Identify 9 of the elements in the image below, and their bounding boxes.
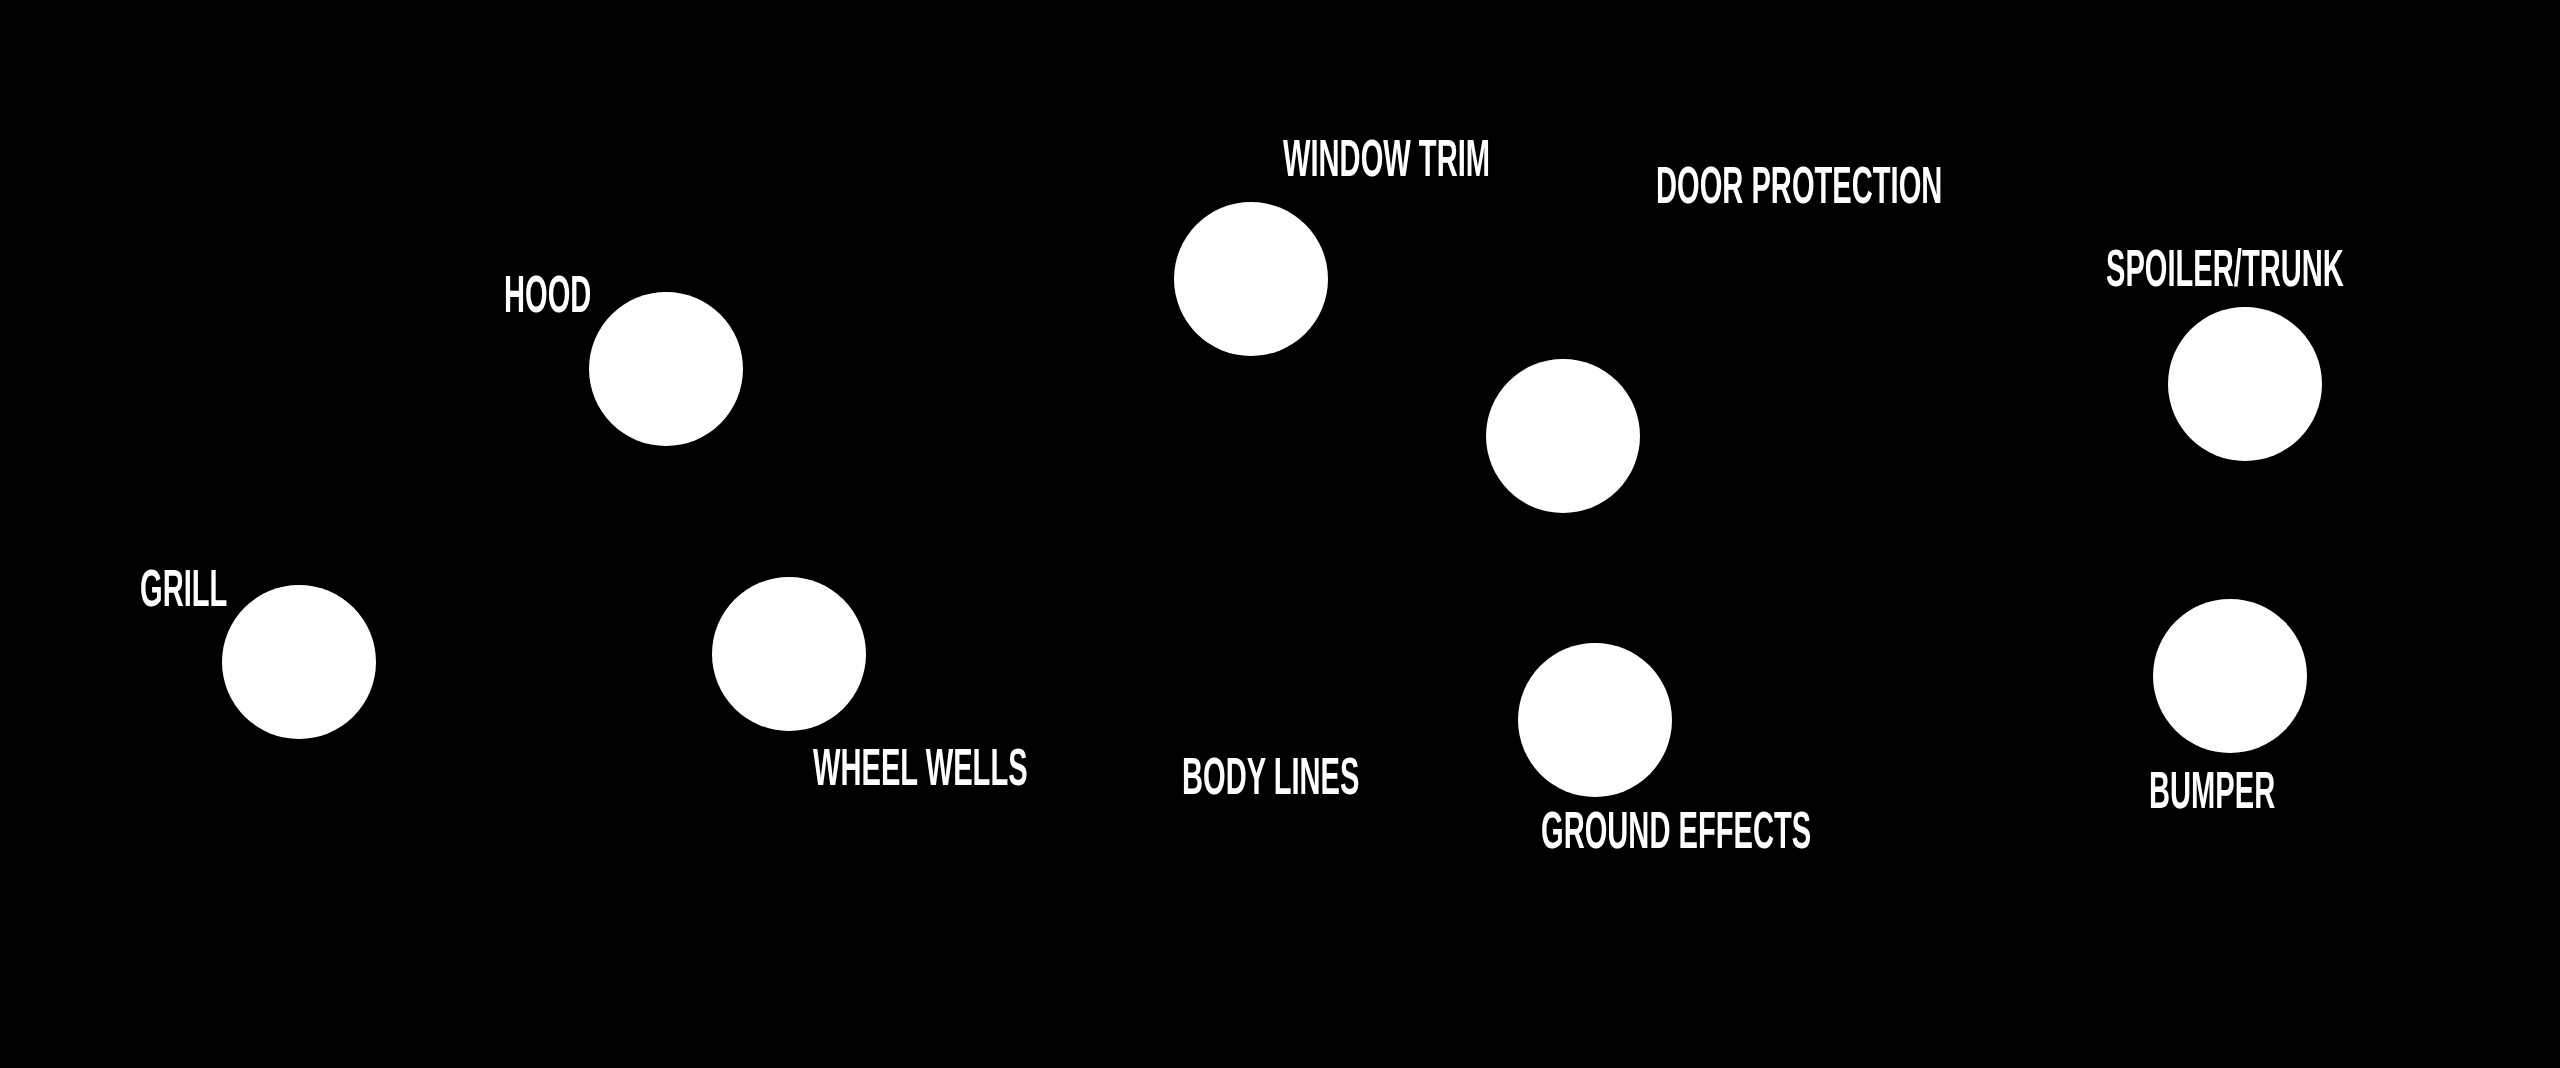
part-label: GRILL <box>140 562 228 614</box>
part-label: HOOD <box>504 268 592 320</box>
part-label: WINDOW TRIM <box>1283 132 1491 184</box>
part-label: SPOILER/TRUNK <box>2106 242 2344 294</box>
part-label: BUMPER <box>2149 764 2276 816</box>
part-label: DOOR PROTECTION <box>1656 159 1943 211</box>
part-label: BODY LINES <box>1182 750 1360 802</box>
part-label: GROUND EFFECTS <box>1541 804 1812 856</box>
part-label: WHEEL WELLS <box>813 741 1028 793</box>
